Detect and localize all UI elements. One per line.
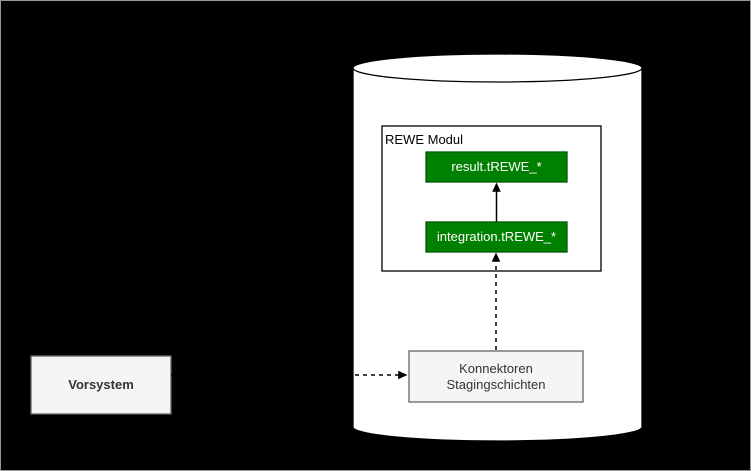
arrow-integration-to-result bbox=[492, 182, 501, 222]
konnektoren-staging-node bbox=[408, 350, 584, 403]
arrow-vorsystem-to-staging bbox=[171, 370, 408, 380]
integration-table-node bbox=[425, 221, 568, 253]
arrow-staging-to-integration bbox=[491, 252, 501, 350]
database-cylinder-top-arc bbox=[352, 67, 643, 83]
vorsystem-node bbox=[30, 355, 172, 415]
result-table-node bbox=[425, 151, 568, 183]
